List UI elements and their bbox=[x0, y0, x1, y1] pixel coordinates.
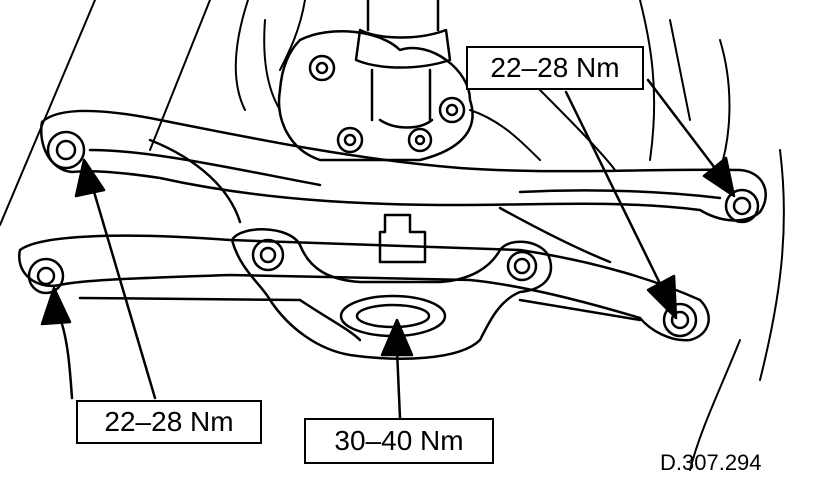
torque-value: 22–28 Nm bbox=[490, 52, 620, 83]
arrowhead-center bbox=[380, 318, 414, 357]
figure-reference: D.307.294 bbox=[660, 450, 762, 475]
torque-label-top-right: 22–28 Nm bbox=[466, 46, 644, 90]
differential-carrier bbox=[230, 213, 553, 360]
torque-value: 22–28 Nm bbox=[104, 406, 234, 437]
arrowhead-left-lower bbox=[40, 286, 72, 326]
torque-label-bottom-center: 30–40 Nm bbox=[304, 418, 494, 464]
torque-value: 30–40 Nm bbox=[334, 425, 464, 456]
propshaft bbox=[354, 0, 452, 129]
arrowhead-right-upper bbox=[702, 156, 736, 198]
upper-crossmember bbox=[40, 109, 767, 264]
torque-leaders bbox=[40, 78, 736, 420]
coupling-flange bbox=[277, 30, 474, 162]
body-background-lines bbox=[0, 0, 785, 471]
lower-crossmember bbox=[17, 234, 710, 342]
arrowhead-left-upper bbox=[74, 158, 106, 198]
torque-label-bottom-left: 22–28 Nm bbox=[76, 400, 262, 444]
arrowhead-right-lower bbox=[646, 274, 678, 320]
